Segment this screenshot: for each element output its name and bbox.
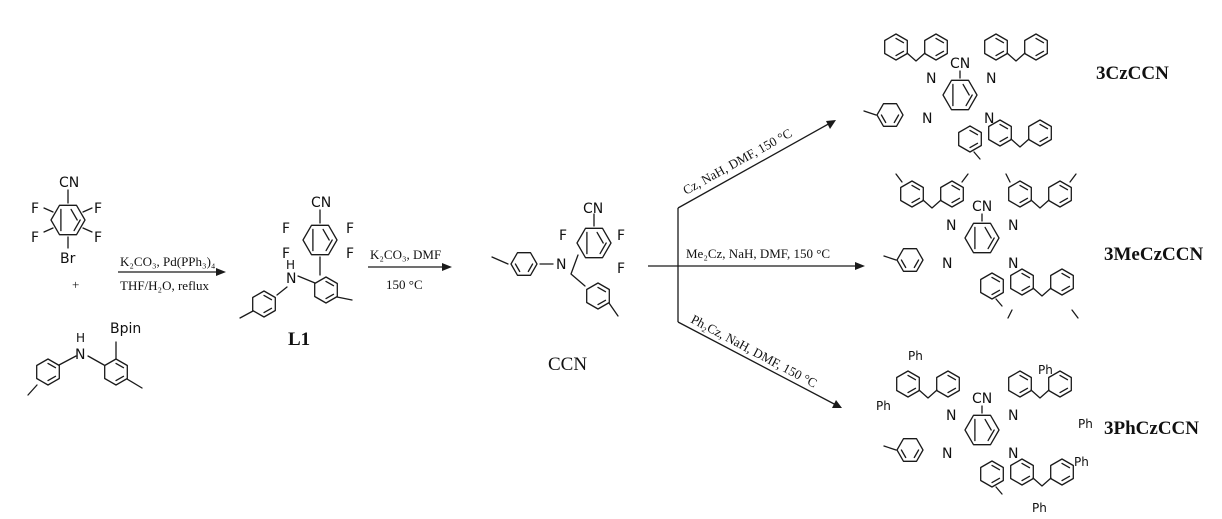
atom-n: N: [1008, 408, 1018, 424]
atom-f: F: [94, 230, 102, 246]
product-label-3phczccn: 3PhCzCCN: [1104, 418, 1199, 439]
atom-ph: Ph: [1078, 417, 1093, 431]
atom-n: N: [984, 111, 994, 127]
atom-n: N: [942, 446, 952, 462]
label-ccn: CCN: [548, 354, 587, 375]
label-l1: L1: [288, 329, 310, 350]
atom-n: N: [926, 71, 936, 87]
step2-temperature: 150 °C: [386, 277, 423, 292]
atom-h: H: [286, 258, 295, 272]
atom-n: N: [942, 256, 952, 272]
atom-f: F: [94, 201, 102, 217]
atom-n: N: [1008, 218, 1018, 234]
branch-conditions-ph2cz: Ph₂Cz, NaH, DMF, 150 °C: [689, 311, 820, 390]
atom-f: F: [282, 221, 290, 237]
atom-ph: Ph: [908, 349, 923, 363]
atom-n: N: [946, 408, 956, 424]
product-3phczccn: CN N N N N Ph Ph Ph Ph Ph Ph: [876, 349, 1093, 515]
atom-n: N: [986, 71, 996, 87]
atom-cn: CN: [950, 56, 970, 72]
reactant-boronate: H N Bpin: [27, 321, 143, 396]
atom-ph: Ph: [876, 399, 891, 413]
atom-br: Br: [60, 251, 76, 267]
atom-f: F: [282, 246, 290, 262]
atom-n: N: [556, 257, 566, 273]
branch-conditions-cz: Cz, NaH, DMF, 150 °C: [680, 125, 794, 197]
step1-arrow: K₂CO₃, Pd(PPh₃)₄ THF/H₂O, reflux: [118, 254, 226, 293]
product-3meczccn: CN N N N N: [883, 173, 1079, 319]
atom-cn: CN: [59, 175, 79, 191]
atom-bpin: Bpin: [110, 321, 141, 337]
product-label-3meczccn: 3MeCzCCN: [1104, 244, 1203, 265]
core-ccn: CN F F F N CCN: [491, 201, 625, 375]
atom-n: N: [286, 271, 296, 287]
atom-n: N: [1008, 256, 1018, 272]
atom-cn: CN: [972, 391, 992, 407]
atom-n: N: [1008, 446, 1018, 462]
atom-n: N: [946, 218, 956, 234]
atom-h: H: [76, 331, 85, 345]
atom-n: N: [75, 347, 85, 363]
product-label-3czccn: 3CzCCN: [1096, 63, 1169, 84]
step2-arrow: K₂CO₃, DMF 150 °C: [368, 247, 452, 292]
atom-f: F: [346, 246, 354, 262]
atom-f: F: [559, 228, 567, 244]
atom-f: F: [31, 201, 39, 217]
branch-conditions-me2cz: Me₂Cz, NaH, DMF, 150 °C: [686, 246, 830, 261]
step1-reagents: K₂CO₃, Pd(PPh₃)₄: [120, 254, 216, 269]
product-3czccn: CN N N N N: [863, 34, 1051, 160]
reactant-pentafluoro: CN F F F F Br: [31, 175, 102, 267]
step2-reagents: K₂CO₃, DMF: [370, 247, 441, 262]
plus-sign: +: [72, 277, 79, 292]
atom-ph: Ph: [1074, 455, 1089, 469]
atom-ph: Ph: [1032, 501, 1047, 515]
branch-arrows: Cz, NaH, DMF, 150 °C Me₂Cz, NaH, DMF, 15…: [648, 120, 865, 408]
atom-f: F: [346, 221, 354, 237]
intermediate-l1: CN F F F F H N L1: [239, 195, 354, 350]
atom-n: N: [922, 111, 932, 127]
atom-cn: CN: [972, 199, 992, 215]
atom-ph: Ph: [1038, 363, 1053, 377]
atom-f: F: [617, 261, 625, 277]
atom-f: F: [617, 228, 625, 244]
atom-cn: CN: [583, 201, 603, 217]
atom-cn: CN: [311, 195, 331, 211]
atom-f: F: [31, 230, 39, 246]
step1-solvent: THF/H₂O, reflux: [120, 278, 210, 293]
